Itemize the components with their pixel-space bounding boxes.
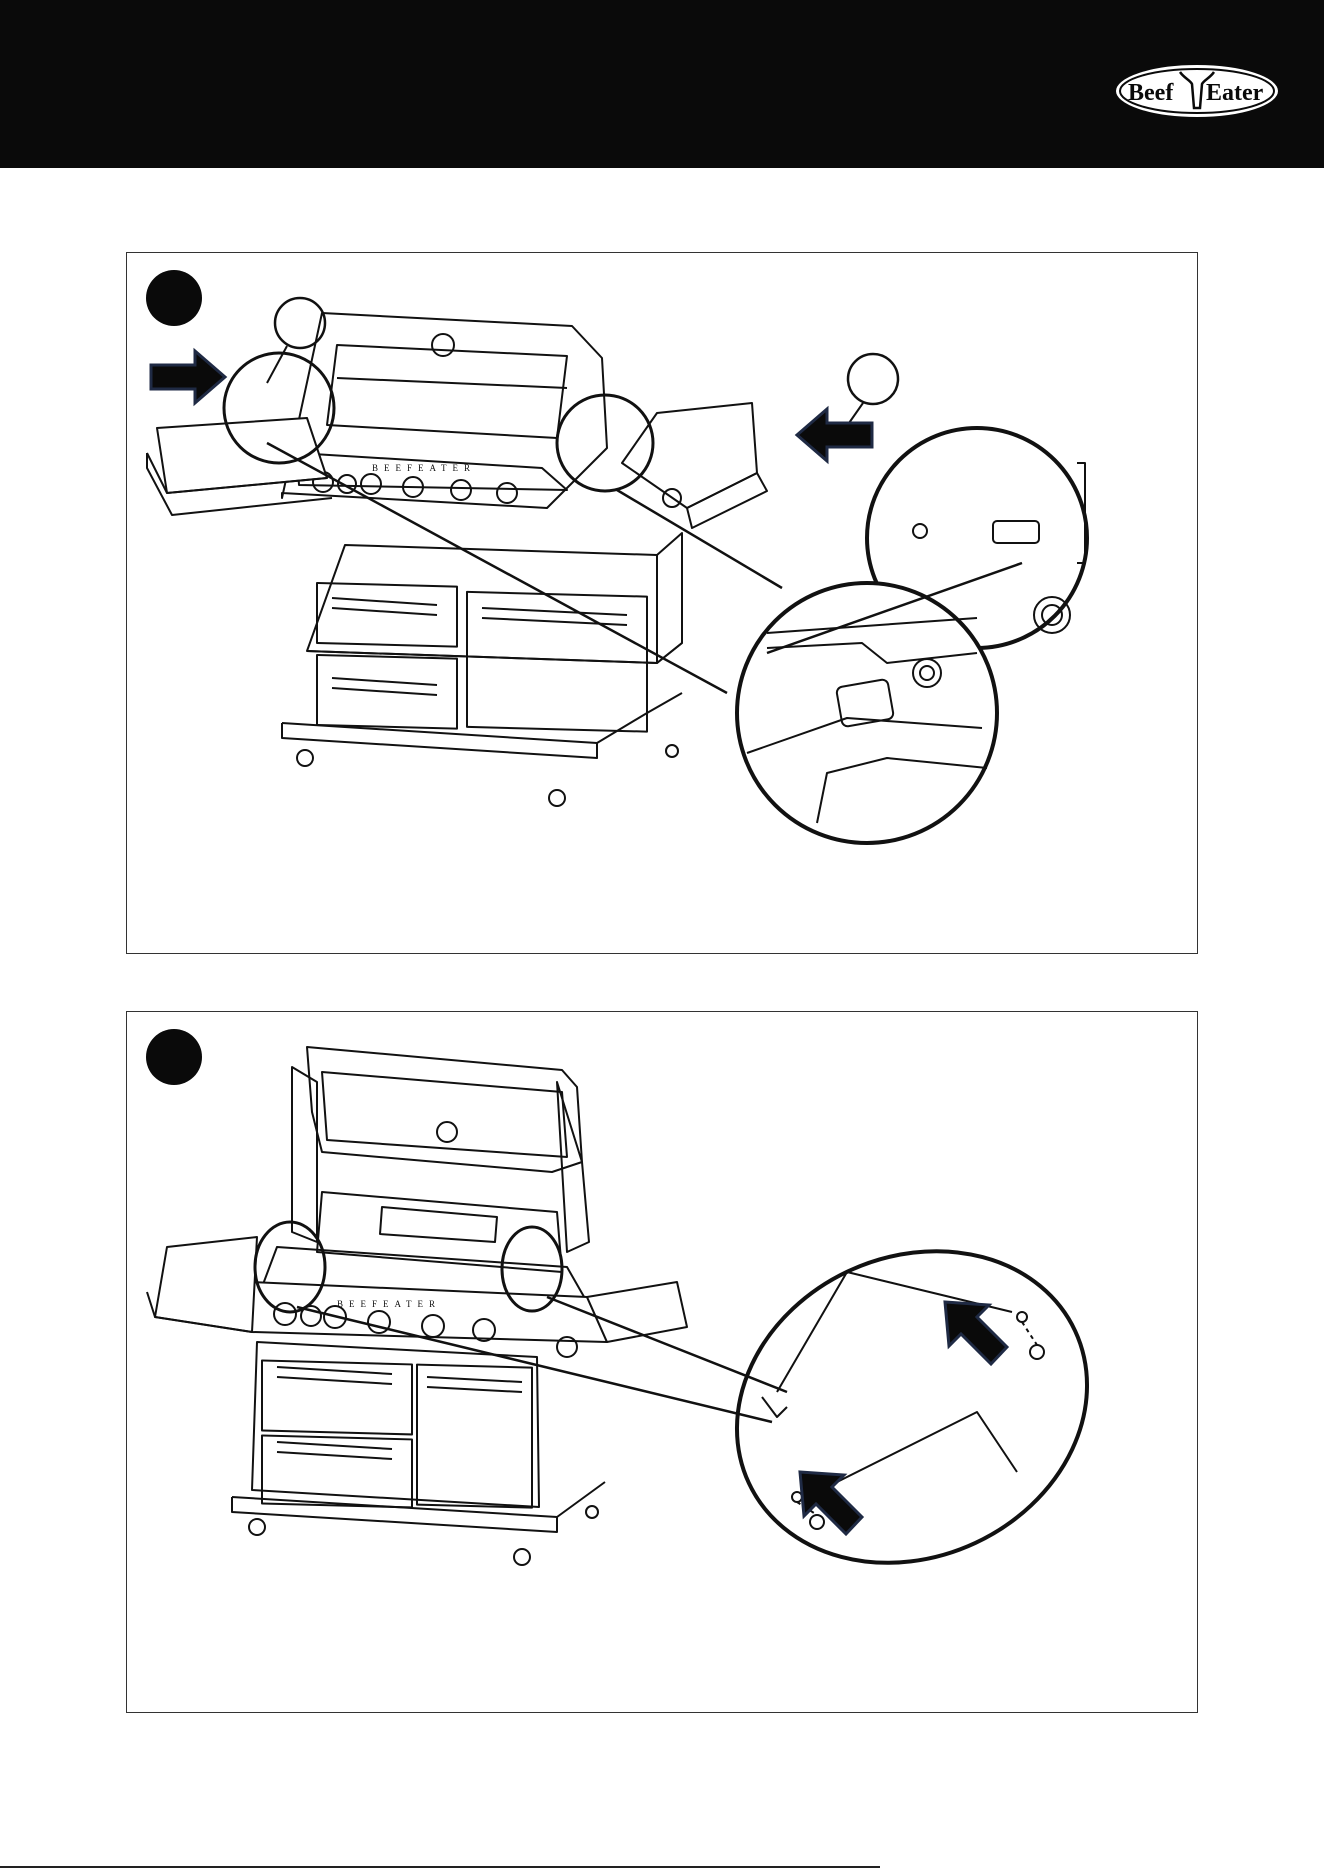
direction-arrow-icon	[797, 409, 872, 461]
bbq-illustration-step-2: BEEFEATER	[127, 1012, 1199, 1714]
logo-right-word: Eater	[1206, 80, 1264, 106]
control-panel-brand: BEEFEATER	[337, 1299, 441, 1309]
detail-circle-medium	[737, 583, 997, 843]
beefeater-logo: Beef Eater	[1112, 60, 1282, 122]
step-panel-2: BEEFEATER	[126, 1011, 1198, 1713]
bbq-illustration-step-1: BEEFEATER	[127, 253, 1199, 955]
logo-left-word: Beef	[1128, 80, 1174, 106]
step-panel-1: BEEFEATER	[126, 252, 1198, 954]
header-band: Beef Eater	[0, 0, 1324, 168]
direction-arrow-icon	[151, 351, 225, 403]
detail-ellipse	[685, 1195, 1138, 1619]
control-panel-brand: BEEFEATER	[372, 463, 476, 473]
footer-rule	[0, 1866, 880, 1868]
